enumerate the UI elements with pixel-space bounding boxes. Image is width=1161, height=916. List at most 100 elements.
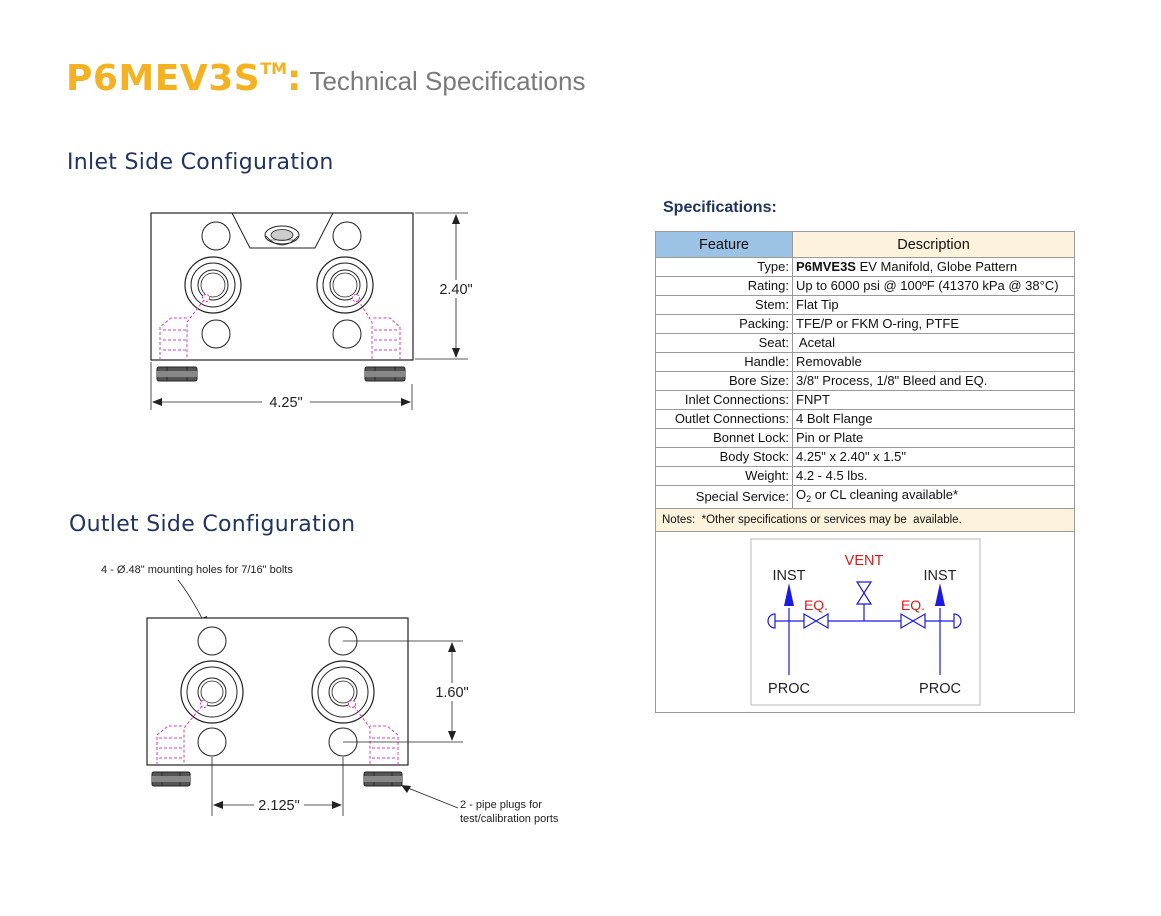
outlet-flange-left (180, 660, 244, 724)
description-text: or CL cleaning available* (811, 487, 959, 502)
trademark-mark: TM (260, 59, 288, 78)
specifications-table: Feature Description Type: P6MVE3S EV Man… (655, 231, 1075, 713)
description-cell: FNPT (792, 390, 1075, 410)
product-name: P6MEV3S (66, 58, 261, 99)
table-row: Packing:TFE/P or FKM O-ring, PTFE (655, 314, 1075, 334)
inst-arrow-right (935, 583, 945, 606)
description-cell: Flat Tip (792, 295, 1075, 315)
feature-cell: Body Stock: (655, 447, 793, 467)
outlet-heading: Outlet Side Configuration (69, 512, 356, 537)
table-row: Handle:Removable (655, 352, 1075, 372)
outlet-drawing: 4 - Ø.48" mounting holes for 7/16" bolts (101, 564, 559, 825)
table-header-row: Feature Description (655, 231, 1075, 258)
feature-cell: Stem: (655, 295, 793, 315)
outlet-height-dim: 1.60" (435, 685, 468, 701)
oxygen-symbol: O (796, 487, 807, 502)
description-cell: 3/8" Process, 1/8" Bleed and EQ. (792, 371, 1075, 391)
description-column-header: Description (792, 231, 1075, 258)
mounting-holes-note: 4 - Ø.48" mounting holes for 7/16" bolts (101, 564, 293, 576)
schematic-cell: VENT INST INST EQ. EQ. PROC PROC (655, 531, 1075, 713)
title-colon: : (287, 58, 302, 99)
outlet-flange-right (311, 660, 375, 724)
inlet-hole-top-right (332, 221, 362, 251)
table-row: Special Service: O2 or CL cleaning avail… (655, 485, 1075, 509)
schematic-row: VENT INST INST EQ. EQ. PROC PROC (655, 531, 1075, 713)
proc-label-left: PROC (768, 681, 810, 697)
table-row: Type: P6MVE3S EV Manifold, Globe Pattern (655, 257, 1075, 277)
table-row: Outlet Connections:4 Bolt Flange (655, 409, 1075, 429)
table-row: Inlet Connections:FNPT (655, 390, 1075, 410)
description-cell: Pin or Plate (792, 428, 1075, 448)
table-row: Rating:Up to 6000 psi @ 100ºF (41370 kPa… (655, 276, 1075, 296)
vent-valve (855, 581, 873, 605)
inlet-hole-top-left (201, 221, 231, 251)
outlet-plug-left (151, 771, 191, 787)
outlet-width-dim: 2.125" (258, 798, 299, 814)
inlet-drawing: 2.40" 4.25" (150, 212, 478, 412)
feature-cell: Special Service: (655, 485, 793, 509)
inlet-heading: Inlet Side Configuration (67, 150, 334, 175)
feature-cell: Bonnet Lock: (655, 428, 793, 448)
inlet-plug-path-left (159, 299, 205, 360)
feature-cell: Rating: (655, 276, 793, 296)
table-row: Weight:4.2 - 4.5 lbs. (655, 466, 1075, 486)
inlet-plug-left (156, 366, 198, 382)
inlet-plug-path-right (357, 299, 401, 360)
inlet-height-dim: 2.40" (439, 282, 472, 298)
eq-label-left: EQ. (804, 597, 828, 613)
description-cell: 4.2 - 4.5 lbs. (792, 466, 1075, 486)
specifications-heading: Specifications: (663, 199, 777, 216)
inlet-port-right (316, 256, 374, 314)
eq-label-right: EQ. (901, 597, 925, 613)
plug-note-line1: 2 - pipe plugs for (460, 799, 542, 811)
feature-cell: Inlet Connections: (655, 390, 793, 410)
description-cell: 4.25" x 2.40" x 1.5" (792, 447, 1075, 467)
notes-cell: Notes: *Other specifications or services… (655, 508, 1075, 532)
inlet-hole-bottom-left (201, 319, 231, 349)
page-subtitle: Technical Specifications (309, 66, 586, 96)
table-row: Bonnet Lock:Pin or Plate (655, 428, 1075, 448)
inst-label-left: INST (772, 568, 805, 584)
description-cell: Acetal (792, 333, 1075, 353)
outlet-hole-top-left (197, 626, 227, 656)
description-cell: Removable (792, 352, 1075, 372)
eq-valve-left (803, 612, 829, 630)
description-cell: Up to 6000 psi @ 100ºF (41370 kPa @ 38°C… (792, 276, 1075, 296)
feature-cell: Packing: (655, 314, 793, 334)
table-row: Stem:Flat Tip (655, 295, 1075, 315)
valve-schematic: VENT INST INST EQ. EQ. PROC PROC (750, 538, 981, 706)
description-cell: P6MVE3S EV Manifold, Globe Pattern (792, 257, 1075, 277)
description-cell: 4 Bolt Flange (792, 409, 1075, 429)
inlet-width-dim: 4.25" (269, 395, 302, 411)
description-cell: TFE/P or FKM O-ring, PTFE (792, 314, 1075, 334)
notes-row: Notes: *Other specifications or services… (655, 508, 1075, 532)
feature-cell: Outlet Connections: (655, 409, 793, 429)
outlet-plug-path-left (156, 705, 203, 765)
feature-cell: Bore Size: (655, 371, 793, 391)
inlet-gauge-recess (231, 212, 334, 249)
feature-cell: Weight: (655, 466, 793, 486)
oxygen-subscript: 2 (806, 494, 812, 504)
page-title: P6MEV3STM:Technical Specifications (66, 58, 585, 99)
inlet-port-left (184, 256, 242, 314)
eq-valve-right (900, 612, 926, 630)
inst-arrow-left (784, 583, 794, 606)
outlet-plug-path-right (353, 705, 399, 765)
description-text: EV Manifold, Globe Pattern (855, 259, 1018, 274)
inlet-hole-bottom-right (332, 319, 362, 349)
proc-label-right: PROC (919, 681, 961, 697)
table-row: Seat: Acetal (655, 333, 1075, 353)
description-cell: O2 or CL cleaning available* (792, 485, 1075, 509)
vent-label: VENT (845, 553, 884, 569)
plug-note-line2: test/calibration ports (460, 813, 559, 825)
outlet-hole-bottom-left (197, 727, 227, 757)
inst-label-right: INST (923, 568, 956, 584)
feature-cell: Type: (655, 257, 793, 277)
inlet-plug-right (364, 366, 406, 382)
feature-cell: Handle: (655, 352, 793, 372)
table-row: Bore Size:3/8" Process, 1/8" Bleed and E… (655, 371, 1075, 391)
model-number: P6MVE3S (796, 259, 856, 274)
table-row: Body Stock:4.25" x 2.40" x 1.5" (655, 447, 1075, 467)
feature-cell: Seat: (655, 333, 793, 353)
feature-column-header: Feature (655, 231, 793, 258)
